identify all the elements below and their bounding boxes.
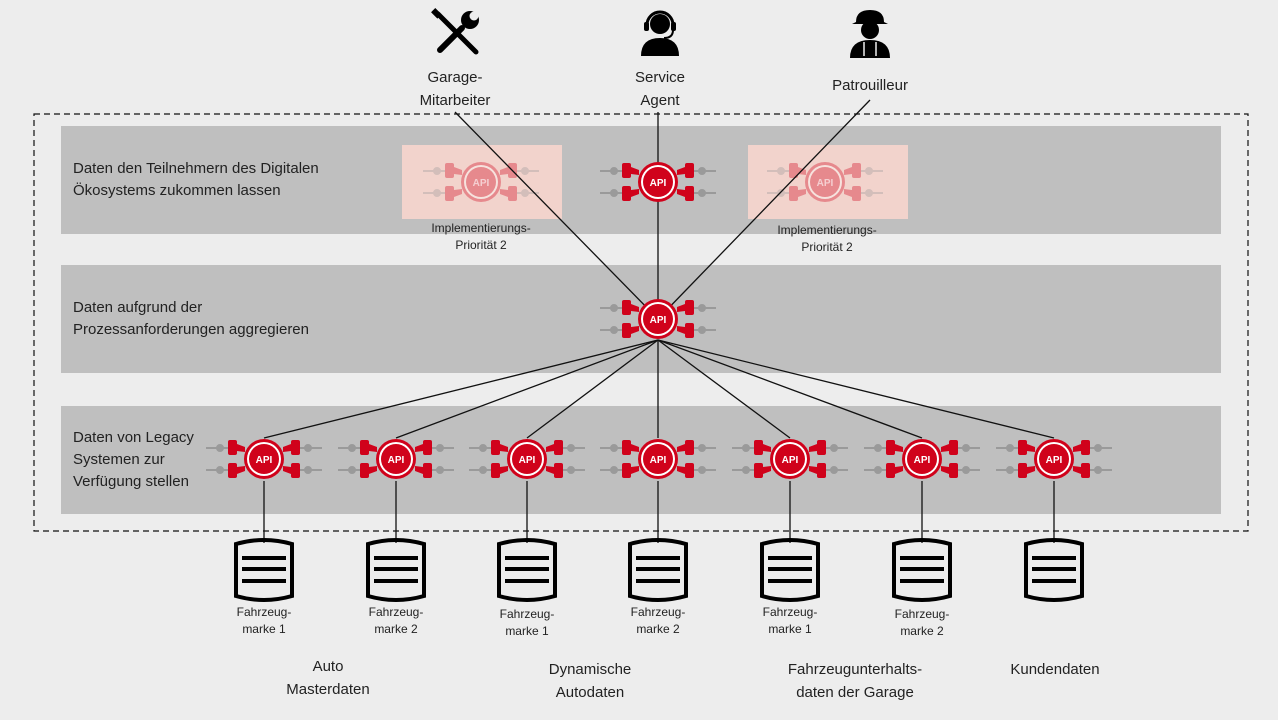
persona-connections xyxy=(454,99,871,320)
layer-label-line3: Verfügung stellen xyxy=(73,473,189,490)
database-icon xyxy=(1024,538,1084,602)
database-label: Fahrzeug- marke 1 xyxy=(487,606,567,640)
group-label-line2: daten der Garage xyxy=(796,684,914,701)
database-label: Fahrzeug- marke 2 xyxy=(882,606,962,640)
group-label-fahrzeugunterhalt: Fahrzeugunterhalts- daten der Garage xyxy=(770,658,940,704)
database-label-line1: Fahrzeug- xyxy=(499,607,555,621)
database-label-line2: marke 2 xyxy=(636,622,680,636)
api-label: API xyxy=(782,455,799,466)
api-hub-legacy-6: API xyxy=(863,438,981,480)
database-icon xyxy=(892,538,952,602)
database-label-line2: marke 1 xyxy=(505,624,549,638)
group-label-line2: Autodaten xyxy=(555,684,625,701)
layer-label-ecosystem: Daten den Teilnehmern des Digitalen Ökos… xyxy=(73,158,393,202)
group-label-line1: Kundendaten xyxy=(1010,661,1100,678)
platform-boundary xyxy=(33,113,1249,532)
api-hub-legacy-1: API xyxy=(205,438,323,480)
layer-label-line2: Ökosystems zukommen lassen xyxy=(73,182,281,199)
api-label: API xyxy=(519,455,536,466)
database-icon xyxy=(497,538,557,602)
api-label: API xyxy=(650,315,667,326)
layer-label-line1: Daten den Teilnehmern des Digitalen xyxy=(73,160,319,177)
layer-label-aggregation: Daten aufgrund der Prozessanforderungen … xyxy=(73,297,393,341)
layer-label-line1: Daten von Legacy xyxy=(73,429,194,446)
persona-label-line2: Agent xyxy=(640,92,680,109)
api-hub-legacy-7: API xyxy=(995,438,1113,480)
layer-label-line2: Systemen zur xyxy=(73,451,165,468)
priority-label-left: Implementierungs- Priorität 2 xyxy=(411,220,551,254)
database-label: Fahrzeug- marke 1 xyxy=(750,604,830,638)
database-icon xyxy=(234,538,294,602)
priority-label-right: Implementierungs- Priorität 2 xyxy=(757,222,897,256)
priority-label-line1: Implementierungs- xyxy=(431,221,531,235)
api-label: API xyxy=(650,178,667,189)
group-label-line1: Fahrzeugunterhalts- xyxy=(787,661,923,678)
api-hub-legacy-5: API xyxy=(731,438,849,480)
persona-label-line2: Patrouilleur xyxy=(832,77,908,94)
database-label-line1: Fahrzeug- xyxy=(630,605,686,619)
priority-label-line2: Priorität 2 xyxy=(801,240,853,254)
database-label-line1: Fahrzeug- xyxy=(368,605,424,619)
headset-agent-icon xyxy=(641,10,679,56)
persona-label-line1: Service xyxy=(634,69,686,86)
database-label: Fahrzeug- marke 2 xyxy=(618,604,698,638)
database-label-line2: marke 2 xyxy=(374,622,418,636)
database-label-line2: marke 1 xyxy=(242,622,286,636)
api-label: API xyxy=(650,455,667,466)
legacy-connections xyxy=(263,339,1055,439)
group-label-line2: Masterdaten xyxy=(286,681,370,698)
database-label: Fahrzeug- marke 1 xyxy=(224,604,304,638)
api-hub-aggregation: API xyxy=(599,298,717,340)
priority-box-left: API xyxy=(402,145,562,219)
api-label: API xyxy=(388,455,405,466)
database-icon xyxy=(366,538,426,602)
tools-icon xyxy=(431,8,479,55)
api-label: API xyxy=(256,455,273,466)
patroller-icon xyxy=(850,10,890,58)
database-label-line1: Fahrzeug- xyxy=(894,607,950,621)
group-label-line1: Auto xyxy=(312,658,344,675)
database-label-line2: marke 1 xyxy=(768,622,812,636)
database-icon xyxy=(628,538,688,602)
layer-label-line2: Prozessanforderungen aggregieren xyxy=(73,321,309,338)
persona-label-service-agent: Service Agent xyxy=(610,66,710,112)
group-label-auto-masterdaten: Auto Masterdaten xyxy=(258,655,398,701)
database-label-line2: marke 2 xyxy=(900,624,944,638)
api-label: API xyxy=(1046,455,1063,466)
priority-label-line1: Implementierungs- xyxy=(777,223,877,237)
priority-label-line2: Priorität 2 xyxy=(455,238,507,252)
persona-label-patrouilleur: Patrouilleur xyxy=(815,74,925,97)
api-hub-legacy-4: API xyxy=(599,438,717,480)
group-label-line1: Dynamische xyxy=(548,661,632,678)
database-label: Fahrzeug- marke 2 xyxy=(356,604,436,638)
group-label-kundendaten: Kundendaten xyxy=(985,658,1125,681)
api-label: API xyxy=(914,455,931,466)
priority-box-right: API xyxy=(748,145,908,219)
api-hub-legacy-3: API xyxy=(468,438,586,480)
api-label: API xyxy=(473,178,490,189)
api-label: API xyxy=(817,178,834,189)
api-hub-legacy-2: API xyxy=(337,438,455,480)
group-label-dynamische-autodaten: Dynamische Autodaten xyxy=(520,658,660,704)
layer-label-legacy: Daten von Legacy Systemen zur Verfügung … xyxy=(73,427,233,493)
database-label-line1: Fahrzeug- xyxy=(236,605,292,619)
db-connections xyxy=(263,481,1055,543)
persona-label-garage: Garage- Mitarbeiter xyxy=(405,66,505,112)
database-label-line1: Fahrzeug- xyxy=(762,605,818,619)
persona-label-line2: Mitarbeiter xyxy=(419,92,491,109)
persona-label-line1: Garage- xyxy=(427,69,483,86)
api-hub-ecosystem: API xyxy=(599,161,717,203)
layer-label-line1: Daten aufgrund der xyxy=(73,299,203,316)
database-icon xyxy=(760,538,820,602)
